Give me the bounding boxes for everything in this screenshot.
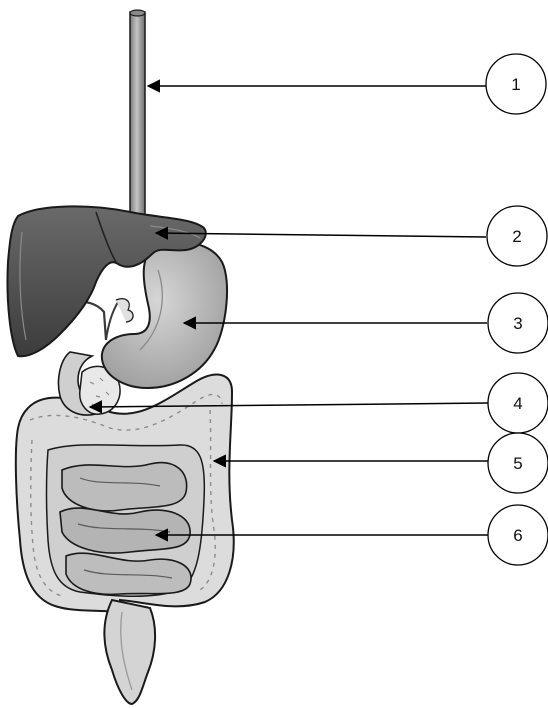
callout-6: 6 [488, 505, 548, 565]
callout-number-4: 4 [513, 394, 522, 413]
callout-number-3: 3 [513, 314, 522, 333]
callout-number-5: 5 [513, 454, 522, 473]
callout-2: 2 [487, 206, 547, 266]
callout-number-6: 6 [513, 526, 522, 545]
small-intestine [60, 463, 191, 595]
callout-number-1: 1 [511, 75, 520, 94]
callout-3: 3 [488, 293, 548, 353]
digestive-organs [7, 10, 233, 704]
callout-number-2: 2 [512, 227, 521, 246]
callout-circles: 1 2 3 4 5 6 [486, 54, 548, 565]
callout-1: 1 [486, 54, 546, 114]
esophagus [130, 10, 145, 227]
rectum [104, 600, 155, 704]
callout-5: 5 [488, 433, 548, 493]
callout-arrow-4 [90, 403, 488, 407]
callout-4: 4 [488, 373, 548, 433]
